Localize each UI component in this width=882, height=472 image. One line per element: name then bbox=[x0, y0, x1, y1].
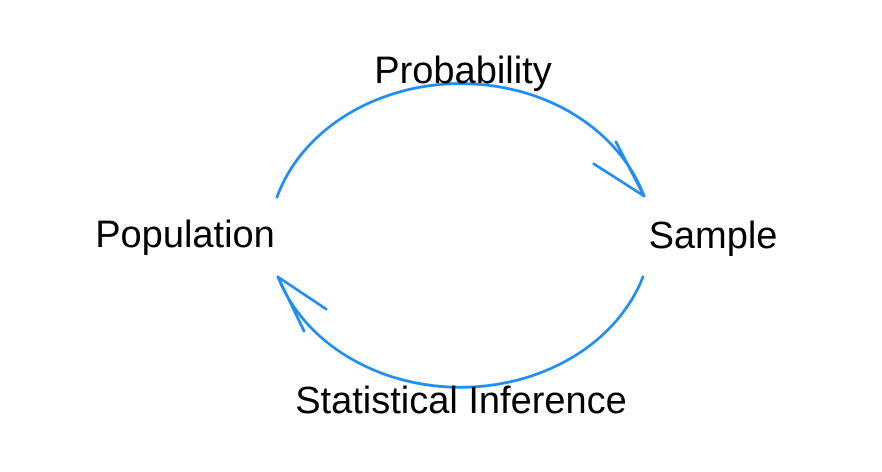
probability-arrowhead-icon bbox=[592, 140, 646, 198]
edge-label-probability: Probability bbox=[374, 50, 552, 93]
node-label-population: Population bbox=[95, 214, 275, 257]
statistical-inference-arrow-curve bbox=[276, 275, 645, 389]
node-label-sample: Sample bbox=[648, 215, 778, 258]
statistical-inference-arrowhead-icon bbox=[276, 275, 328, 333]
probability-arrow-curve bbox=[275, 82, 646, 199]
edge-label-statistical-inference: Statistical Inference bbox=[295, 380, 627, 423]
